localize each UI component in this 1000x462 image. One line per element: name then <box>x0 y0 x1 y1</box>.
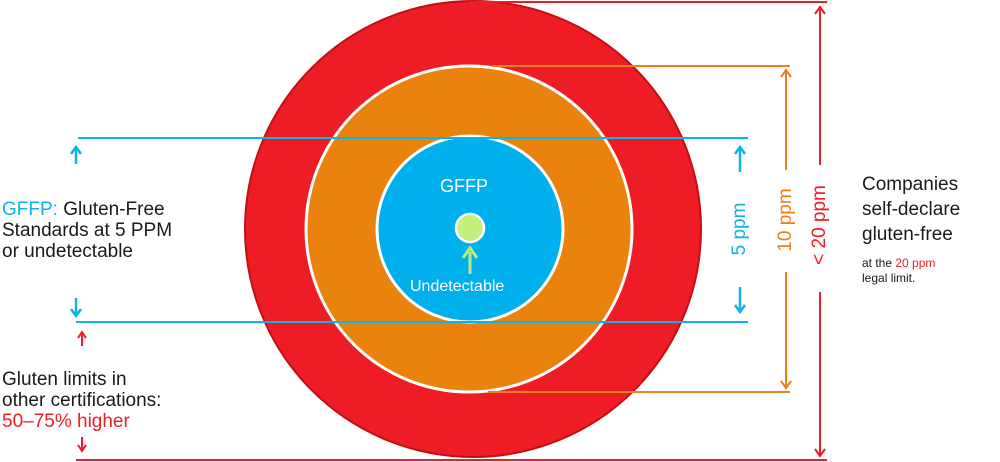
right-line1: Companies <box>862 174 959 195</box>
ten-ppm-label: 10 ppm <box>775 188 796 252</box>
legal-note-line2: legal limit. <box>862 271 916 285</box>
right-line3: gluten-free <box>862 224 953 245</box>
legal-note-highlight: 20 ppm <box>895 256 936 270</box>
undetectable-dot <box>454 212 486 244</box>
legal-note-prefix: at the <box>862 256 896 270</box>
gffp-down-arrow-icon <box>69 298 83 319</box>
twenty-ppm-label: < 20 ppm <box>809 185 830 265</box>
five-ppm-up-arrow-icon <box>733 144 747 172</box>
undetectable-label: Undetectable <box>410 278 505 295</box>
gffp-description-line1: GFFP: Gluten-Free <box>2 199 172 220</box>
five-ppm-down-arrow-icon <box>733 287 747 315</box>
five-ppm-label: 5 ppm <box>729 202 750 256</box>
other-certifications-description: Gluten limits in other certifications: 5… <box>2 369 161 432</box>
other-line2: other certifications: <box>2 390 162 411</box>
undetectable-arrow-icon <box>461 245 479 274</box>
gffp-up-arrow-icon <box>69 144 83 164</box>
other-up-arrow-icon <box>77 330 87 346</box>
right-line2: self-declare <box>862 199 961 220</box>
legal-limit-note: at the 20 ppm legal limit. <box>862 256 935 286</box>
twenty-ppm-dimension-line <box>814 5 826 458</box>
legal-note-line1: at the 20 ppm <box>862 256 935 271</box>
center-gffp-label: GFFP <box>440 176 488 196</box>
gffp-description-line2: Standards at 5 PPM <box>2 220 173 241</box>
gffp-prefix: GFFP: <box>2 199 58 220</box>
other-line1: Gluten limits in <box>2 369 127 390</box>
gffp-description-line3: or undetectable <box>2 241 133 262</box>
ten-ppm-dimension-line <box>780 68 792 390</box>
other-line3-highlight: 50–75% higher <box>2 411 130 432</box>
self-declare-description: Companies self-declare gluten-free <box>862 172 960 247</box>
gffp-description: GFFP: Gluten-Free Standards at 5 PPM or … <box>2 199 172 262</box>
gffp-line1-rest: Gluten-Free <box>57 199 165 220</box>
other-down-arrow-icon <box>77 437 87 453</box>
